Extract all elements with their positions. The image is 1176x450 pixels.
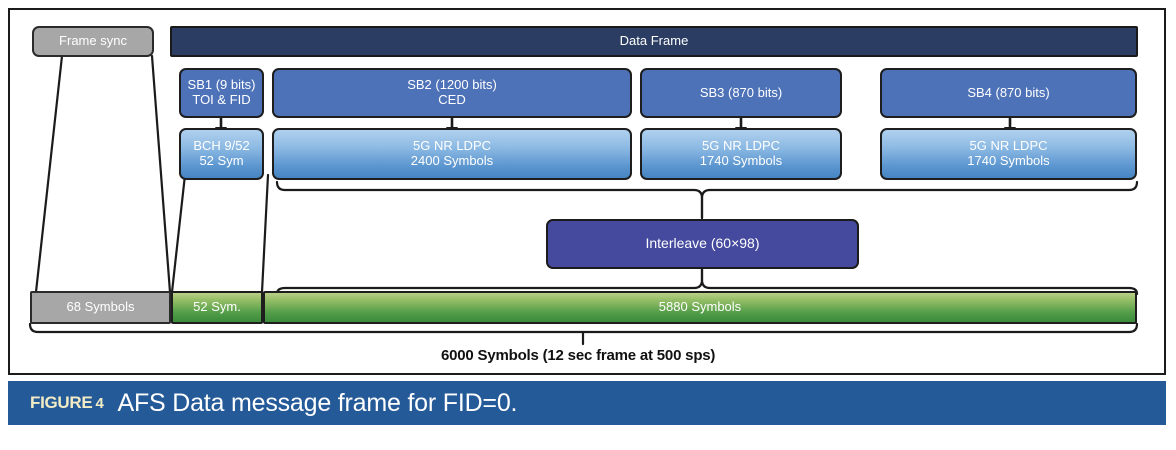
sb2-box[interactable]: SB2 (1200 bits) CED	[272, 68, 632, 118]
sb2-line1: SB2 (1200 bits)	[407, 77, 497, 93]
sb1-box[interactable]: SB1 (9 bits) TOI & FID	[179, 68, 264, 118]
figure-word: FIGURE	[30, 393, 93, 412]
sb2-line2: CED	[438, 92, 466, 107]
ldpc-sb2-line2: 2400 Symbols	[410, 153, 494, 168]
ldpc-sb4-line1: 5G NR LDPC	[969, 138, 1048, 154]
ldpc-sb2-box[interactable]: 5G NR LDPC 2400 Symbols	[272, 128, 632, 180]
bch-box[interactable]: BCH 9/52 52 Sym	[179, 128, 264, 180]
payload-symbols-box[interactable]: 5880 Symbols	[263, 291, 1137, 324]
sb4-box[interactable]: SB4 (870 bits)	[880, 68, 1137, 118]
ldpc-sb3-box[interactable]: 5G NR LDPC 1740 Symbols	[640, 128, 842, 180]
figure-index: 4	[95, 395, 104, 412]
sync-symbols-box[interactable]: 68 Symbols	[30, 291, 171, 324]
sb3-line1: SB3 (870 bits)	[699, 84, 783, 100]
bch-line2: 52 Sym	[199, 153, 244, 168]
ldpc-sb4-line2: 1740 Symbols	[967, 153, 1050, 168]
bch-line1: BCH 9/52	[193, 138, 250, 154]
ldpc-sb3-line2: 1740 Symbols	[699, 153, 783, 168]
data-frame-label: Data Frame	[619, 33, 689, 49]
sb1-line2: TOI & FID	[192, 92, 251, 107]
frame-sync-box[interactable]: Frame sync	[32, 26, 154, 57]
ldpc-sb3-line1: 5G NR LDPC	[701, 138, 781, 154]
sb4-line1: SB4 (870 bits)	[967, 84, 1050, 100]
sb3-box[interactable]: SB3 (870 bits)	[640, 68, 842, 118]
ldpc-sb4-box[interactable]: 5G NR LDPC 1740 Symbols	[880, 128, 1137, 180]
ldpc-sb2-line1: 5G NR LDPC	[412, 138, 492, 154]
sync-symbols-label: 68 Symbols	[66, 299, 135, 315]
sb1-line1: SB1 (9 bits)	[187, 77, 256, 93]
interleave-label: Interleave (60×98)	[645, 235, 760, 252]
figure-caption-text: AFS Data message frame for FID=0.	[117, 388, 518, 417]
frame-sync-label: Frame sync	[59, 33, 127, 49]
total-symbols-label: 6000 Symbols (12 sec frame at 500 sps)	[441, 347, 716, 364]
interleave-box[interactable]: Interleave (60×98)	[546, 219, 859, 269]
payload-symbols-label: 5880 Symbols	[658, 299, 742, 315]
data-frame-box[interactable]: Data Frame	[170, 26, 1138, 57]
bch-symbols-label: 52 Sym.	[193, 299, 241, 315]
bch-symbols-box[interactable]: 52 Sym.	[171, 291, 263, 324]
